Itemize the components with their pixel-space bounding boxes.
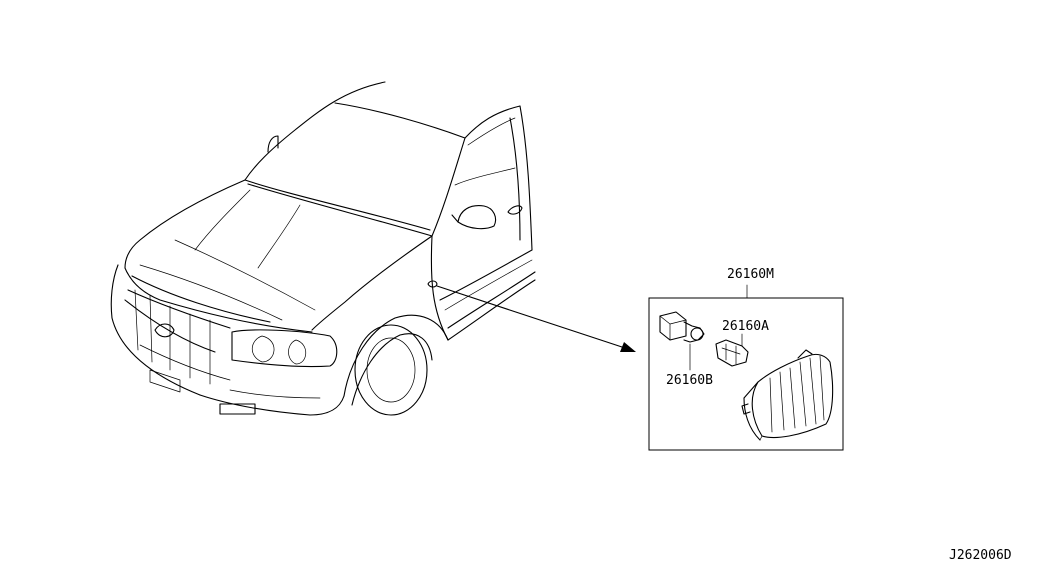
diagram-code: J262006D [949,548,1012,563]
socket-part-label: 26160B [666,373,713,388]
bulb-part-label: 26160A [722,319,769,334]
car-illustration [110,81,536,416]
assembly-part-label: 26160M [727,267,774,282]
leader-arrow [436,285,636,352]
lens-housing [741,349,834,441]
parts-box [648,284,844,451]
bulb-part [715,333,749,367]
socket-part [659,311,705,371]
